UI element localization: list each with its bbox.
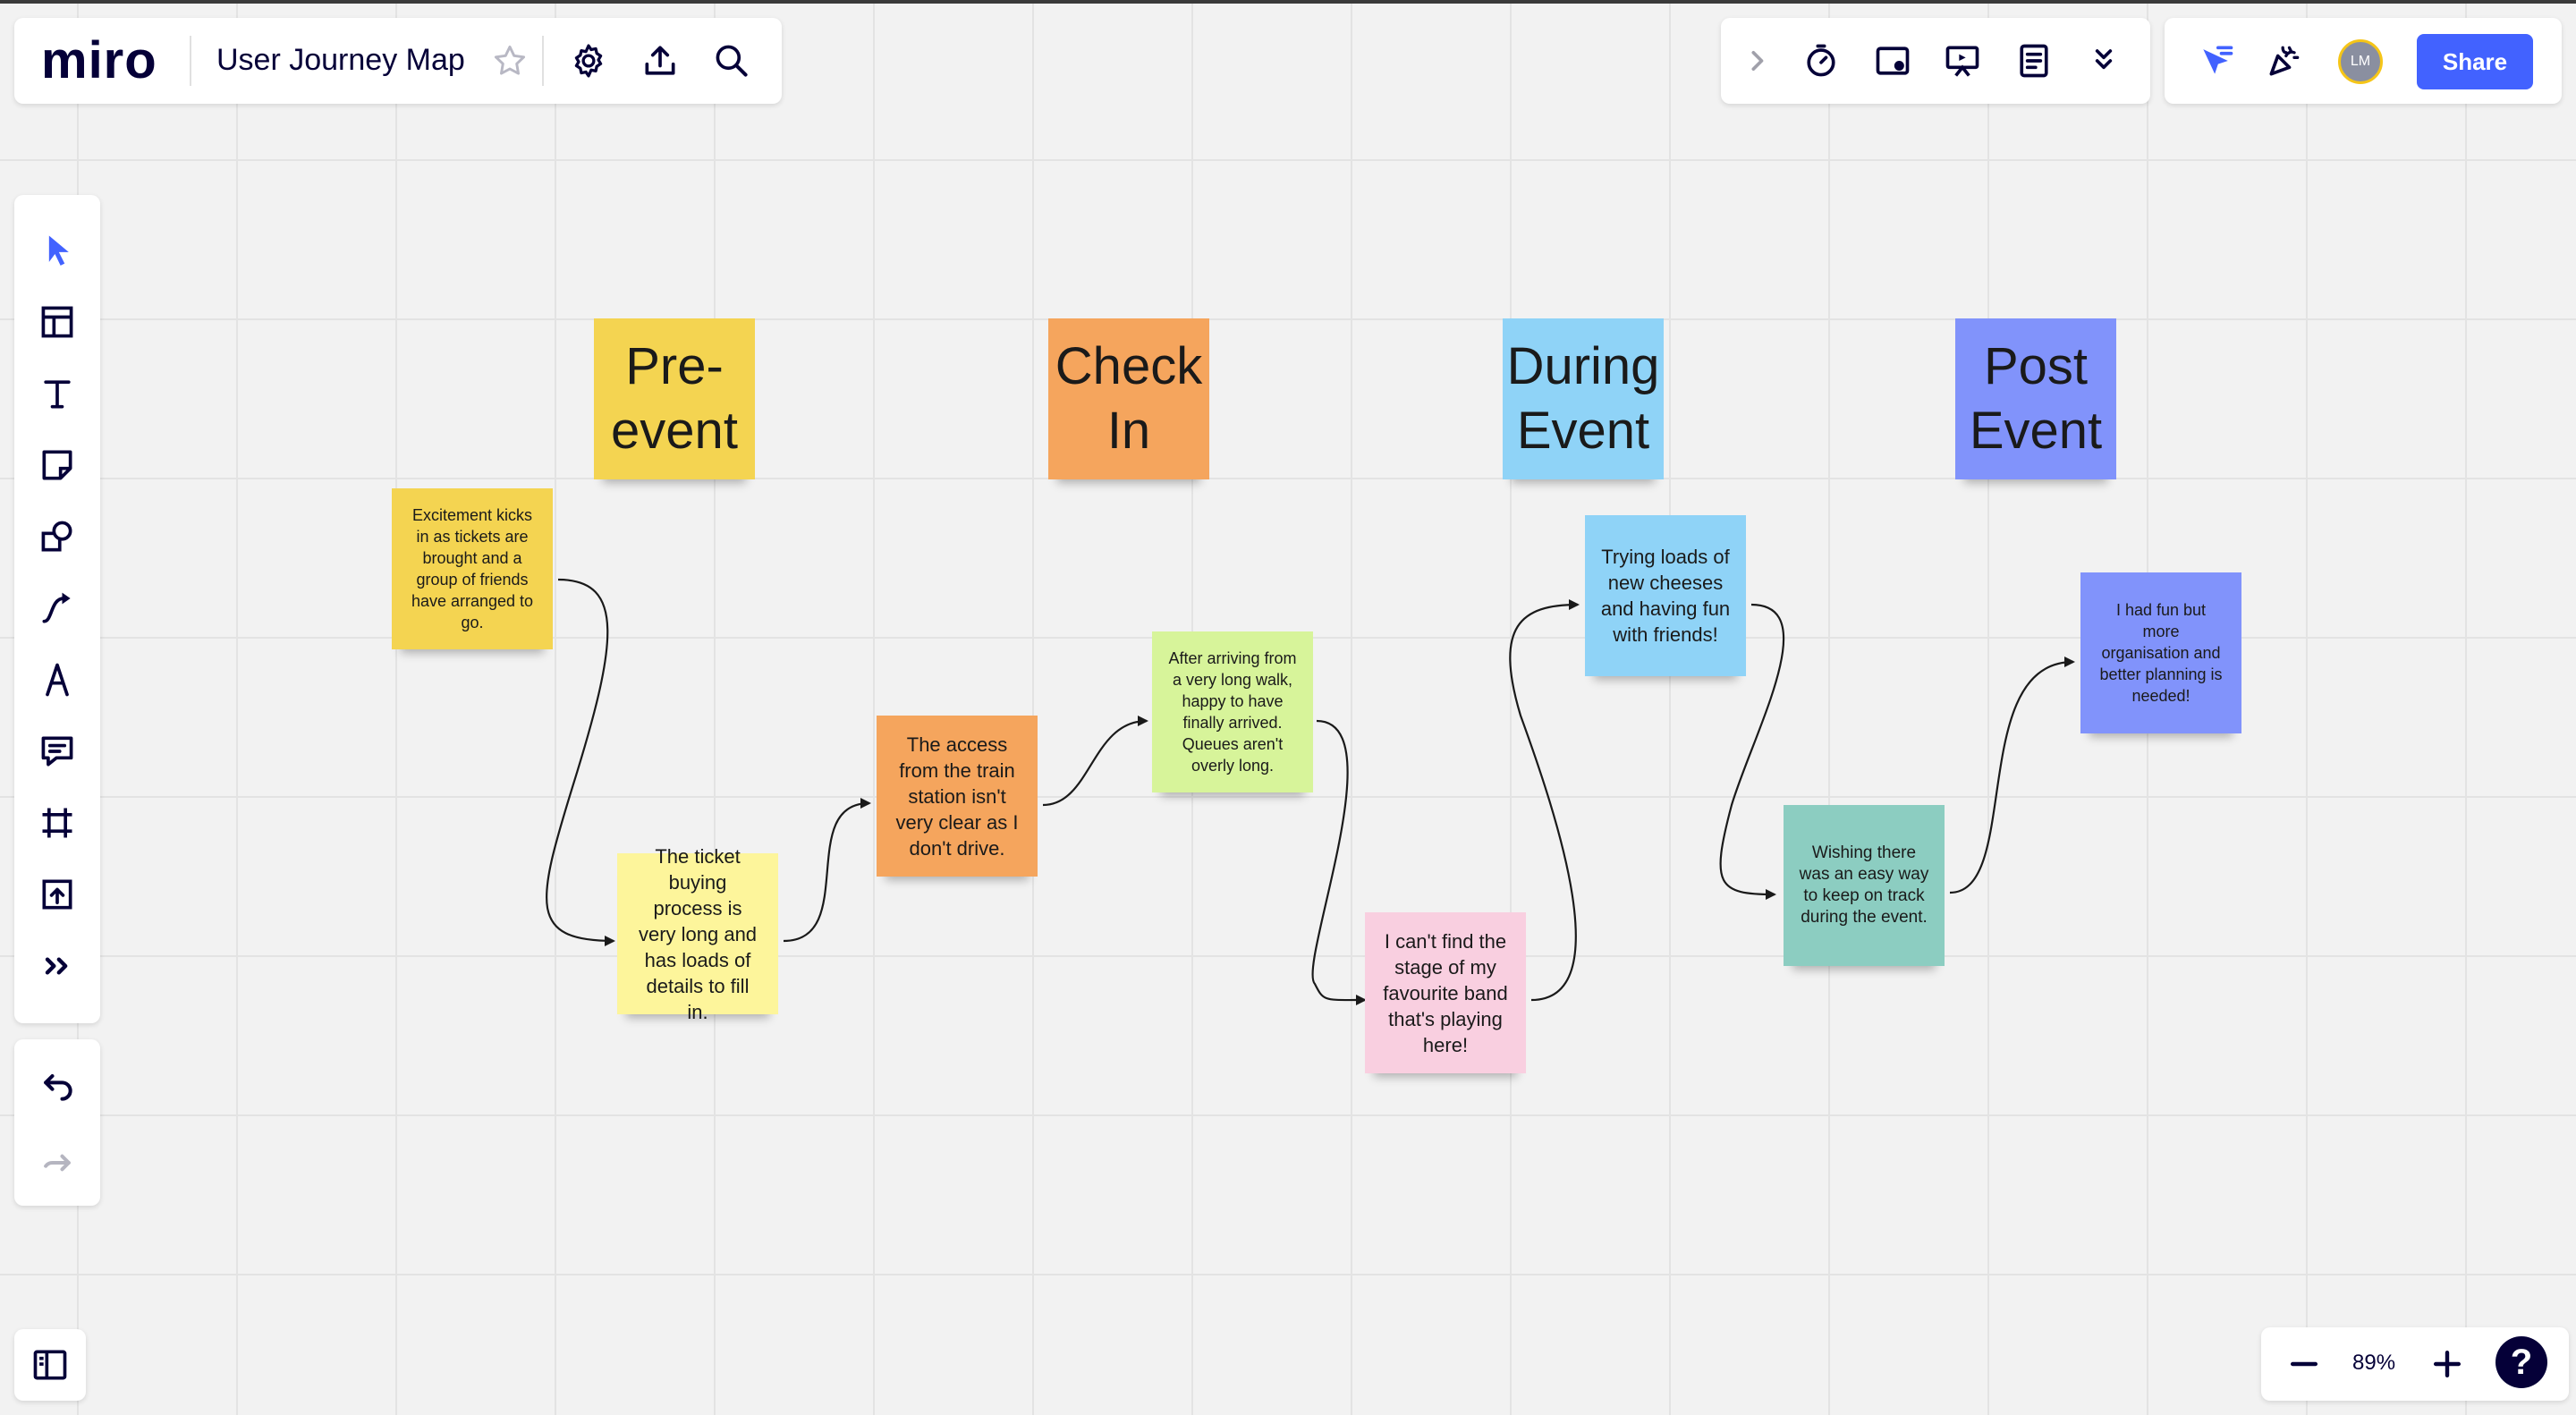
note-excitement[interactable]: Excitement kicks in as tickets are broug…	[392, 488, 553, 649]
chevron-right-icon[interactable]	[1732, 36, 1782, 86]
timer-icon[interactable]	[1796, 36, 1846, 86]
note-more-organisation[interactable]: I had fun but more organisation and bett…	[2080, 572, 2241, 733]
miro-logo[interactable]: miro	[41, 31, 157, 89]
stage-post-event[interactable]: Post Event	[1955, 318, 2116, 479]
connector-4[interactable]	[1311, 719, 1367, 1006]
redo-icon[interactable]	[32, 1138, 82, 1188]
select-icon[interactable]	[32, 225, 82, 275]
zoom-in-icon[interactable]	[2422, 1339, 2472, 1389]
connector-3[interactable]	[1042, 716, 1148, 807]
sticky-note-icon[interactable]	[32, 440, 82, 490]
avatar[interactable]: LM	[2338, 39, 2383, 84]
note-after-arriving[interactable]: After arriving from a very long walk, ha…	[1152, 631, 1313, 792]
text-icon[interactable]	[32, 369, 82, 419]
present-icon[interactable]	[1937, 36, 1987, 86]
board-header-panel: miro User Journey Map	[14, 18, 782, 104]
upload-icon[interactable]	[635, 36, 685, 86]
sidebar-toggle-panel	[14, 1329, 86, 1401]
chevron-double-down-icon[interactable]	[2079, 36, 2129, 86]
shapes-icon[interactable]	[32, 512, 82, 562]
undo-icon[interactable]	[32, 1061, 82, 1111]
connector-icon[interactable]	[32, 583, 82, 633]
notes-icon[interactable]	[2009, 36, 2059, 86]
comment-icon[interactable]	[32, 726, 82, 776]
collaboration-tools-panel	[1721, 18, 2150, 104]
note-train-access[interactable]: The access from the train station isn't …	[877, 716, 1038, 877]
left-toolbar	[14, 195, 100, 1023]
stage-during-event[interactable]: During Event	[1503, 318, 1664, 479]
frame-icon[interactable]	[32, 798, 82, 848]
star-icon[interactable]	[485, 36, 535, 86]
zoom-out-icon[interactable]	[2279, 1339, 2329, 1389]
note-ticket-buying[interactable]: The ticket buying process is very long a…	[617, 845, 778, 1023]
connector-2[interactable]	[783, 798, 871, 943]
connector-7[interactable]	[1949, 657, 2075, 894]
zoom-level[interactable]: 89%	[2352, 1351, 2396, 1375]
gear-icon[interactable]	[564, 36, 614, 86]
template-icon[interactable]	[32, 297, 82, 347]
cursor-filter-icon[interactable]	[2191, 36, 2241, 86]
celebration-icon[interactable]	[2259, 36, 2309, 86]
header-divider	[190, 36, 191, 86]
sidebar-toggle-icon[interactable]	[25, 1340, 75, 1390]
upload-content-icon[interactable]	[32, 869, 82, 919]
note-trying-cheeses[interactable]: Trying loads of new cheeses and having f…	[1585, 515, 1746, 676]
board-title[interactable]: User Journey Map	[216, 43, 465, 77]
more-icon[interactable]	[32, 941, 82, 991]
note-keep-on-track[interactable]: Wishing there was an easy way to keep on…	[1784, 805, 1945, 966]
card-icon[interactable]	[1868, 36, 1918, 86]
search-icon[interactable]	[707, 36, 757, 86]
help-button[interactable]: ?	[2496, 1336, 2547, 1388]
stage-check-in[interactable]: Check In	[1048, 318, 1209, 479]
window-top-border	[0, 0, 2576, 4]
connector-1[interactable]	[546, 578, 615, 946]
share-button[interactable]: Share	[2417, 34, 2533, 89]
stage-pre-event[interactable]: Pre- event	[594, 318, 755, 479]
pen-icon[interactable]	[32, 655, 82, 705]
note-cant-find-stage[interactable]: I can't find the stage of my favourite b…	[1365, 912, 1526, 1073]
header-divider-2	[542, 36, 544, 86]
history-panel	[14, 1039, 100, 1206]
